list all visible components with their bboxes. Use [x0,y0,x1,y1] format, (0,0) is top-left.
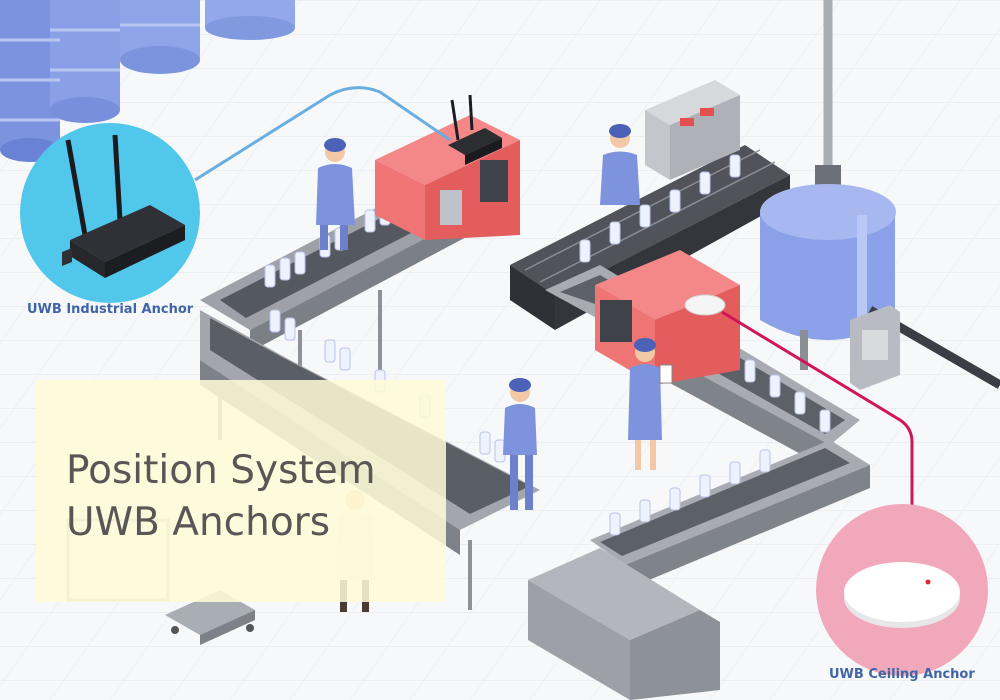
worker-3 [628,338,673,470]
milk-bottles [264,154,831,536]
router-on-machine [448,94,502,165]
ceiling-anchor-callout [816,504,988,676]
worker-2 [600,124,640,205]
storage-drums [0,0,295,162]
blue-tank [760,0,1000,390]
industrial-anchor-cable [194,86,451,182]
title-line-2: UWB Anchors [66,500,331,545]
ceiling-anchor-label: UWB Ceiling Anchor [829,667,975,682]
title-line-1: Position System [66,448,376,493]
title-panel: Position System UWB Anchors [36,380,446,602]
industrial-anchor-callout [20,123,200,303]
control-cabinet-upper [645,80,740,180]
industrial-anchor-label: UWB Industrial Anchor [27,302,194,317]
worker-4 [503,378,537,510]
ceiling-anchor-cable [721,310,914,530]
worker-1 [316,138,355,250]
